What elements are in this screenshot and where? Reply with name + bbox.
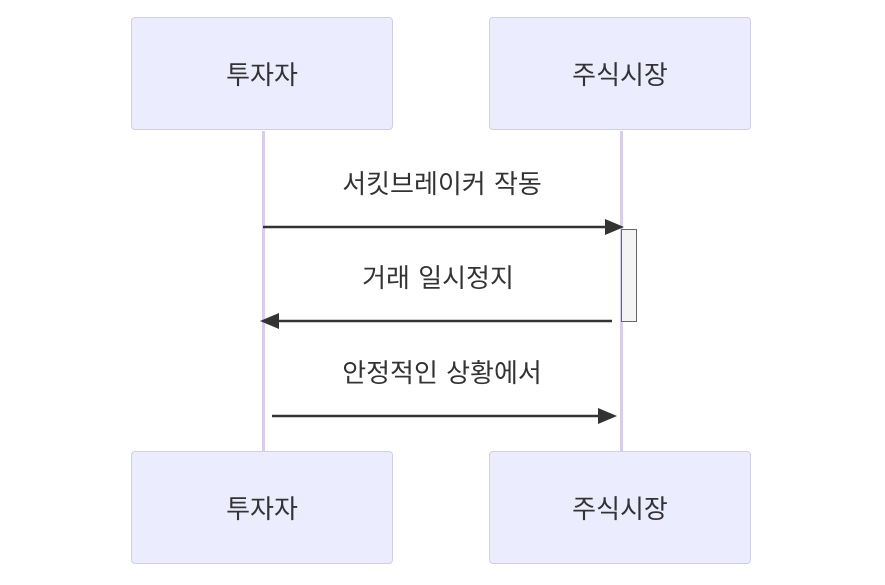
lifeline-investor [262,131,265,451]
actor-investor-bottom-label: 투자자 [226,495,298,525]
arrowhead-right-icon [598,408,617,424]
message-arrow-3 [272,408,617,424]
actor-market-top-label: 주식시장 [572,61,668,91]
actor-investor-top-label: 투자자 [226,61,298,91]
actor-market-top: 주식시장 [489,17,751,130]
message-label-2: 거래 일시정지 [362,264,514,294]
message-label-3: 안정적인 상황에서 [342,359,542,389]
actor-market-bottom: 주식시장 [489,451,751,564]
arrowhead-right-icon [605,219,624,235]
message-arrow-2 [260,313,612,329]
activation-bar [621,229,637,322]
message-arrow-1 [263,219,624,235]
actor-market-bottom-label: 주식시장 [572,495,668,525]
actor-investor-top: 투자자 [131,17,393,130]
arrowhead-left-icon [260,313,279,329]
actor-investor-bottom: 투자자 [131,451,393,564]
message-label-1: 서킷브레이커 작동 [342,170,542,200]
